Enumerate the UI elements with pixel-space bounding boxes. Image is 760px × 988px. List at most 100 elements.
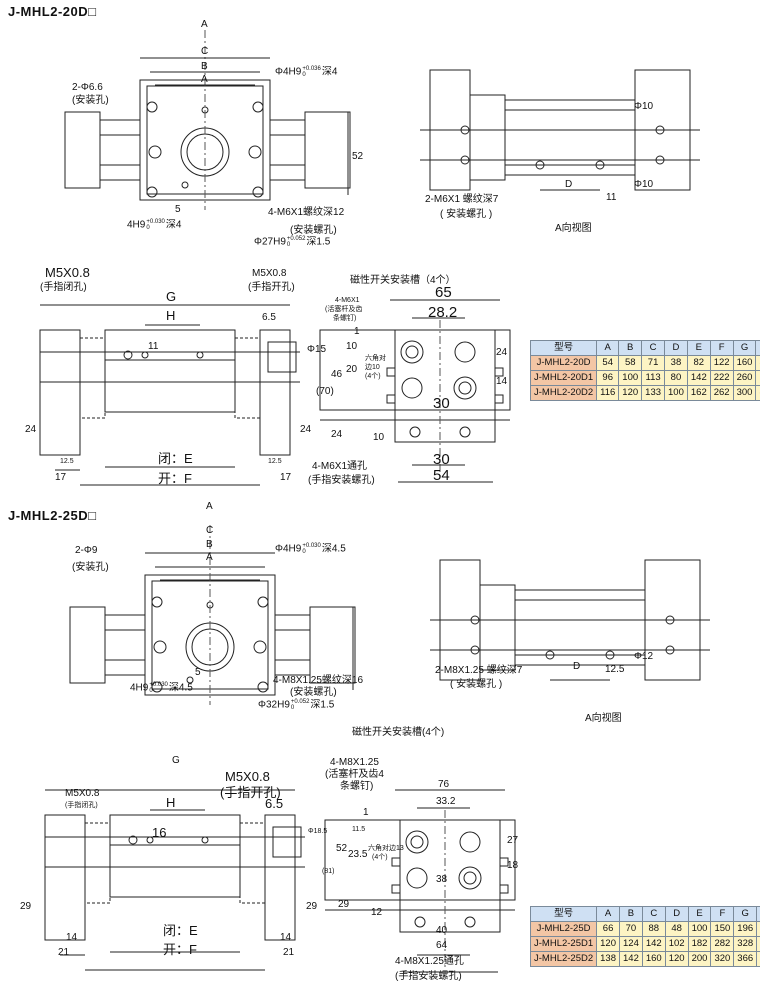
cell: 260: [732, 370, 757, 386]
dim-33-2: 33.2: [436, 796, 456, 807]
side-thread-note: ( 安装螺孔 ): [440, 209, 493, 220]
dim-30b: 30: [433, 451, 450, 468]
screw-note1: (活塞杆及齿4: [325, 769, 384, 780]
right-height: 24: [300, 424, 312, 435]
dim-81: (81): [322, 868, 335, 875]
hex-count: (4个): [372, 854, 388, 861]
screw-label: 4-M8X1.25: [330, 757, 379, 768]
cell: 300: [732, 385, 757, 401]
rod-diameter: Φ15: [307, 344, 327, 355]
view-caption: A向视图: [585, 713, 622, 724]
finger-hole-note: (手指安装螺孔): [395, 971, 462, 982]
dim-g: G: [166, 289, 177, 304]
col-b: B: [618, 340, 643, 356]
cell: 133: [641, 385, 666, 401]
cell: 120: [596, 936, 620, 952]
dim-d: D: [573, 661, 581, 672]
hex-label-2: 边10: [365, 364, 380, 371]
cell: 120: [618, 385, 643, 401]
dim-76: 76: [438, 779, 450, 790]
col-g: G: [732, 340, 757, 356]
close-port-label: M5X0.8: [65, 788, 100, 799]
table-row: J-MHL2-20D1 96 100 113 80 142 222 260 68: [529, 370, 760, 386]
rod-diameter: Φ18.5: [308, 828, 328, 835]
thread-label: 4-M8X1.25螺纹深16: [273, 675, 364, 686]
cell: J-MHL2-20D2: [529, 385, 598, 401]
col-e: E: [686, 340, 711, 356]
hex-label: 六角对: [365, 355, 386, 362]
cell: J-MHL2-20D: [529, 355, 598, 371]
cell: 142: [686, 370, 711, 386]
cell: 100: [618, 370, 643, 386]
hex-label: 六角对边13: [368, 845, 404, 852]
cell: 120: [664, 951, 689, 967]
dim-11: 11: [606, 192, 617, 203]
col-model: 型号: [529, 906, 598, 922]
cell: J-MHL2-20D1: [529, 370, 598, 386]
close-port-note: (手指闭孔): [65, 802, 98, 809]
cell: 162: [686, 385, 711, 401]
mount-hole-label: 2-Φ9: [75, 545, 98, 556]
section2-side-view: [429, 559, 711, 681]
finger-hole-note: (手指安装螺孔): [308, 475, 375, 486]
screw-label: 4-M6X1: [335, 297, 360, 304]
cell: J-MHL2-25D2: [529, 951, 598, 967]
dim-b: B: [201, 61, 208, 72]
cell: 160: [732, 355, 757, 371]
cell: 80: [664, 370, 688, 386]
left-14: 14: [66, 932, 78, 943]
cell: 366: [733, 951, 758, 967]
closed-e: 闭：E: [163, 923, 198, 938]
dim-65: 65: [435, 284, 452, 301]
switch-slot-label: 磁性开关安装槽（4个）: [350, 275, 456, 286]
dim-52: 52: [336, 843, 348, 854]
close-port-note: (手指闭孔): [40, 282, 87, 293]
right-height: 29: [306, 901, 318, 912]
open-port-note: (手指开孔): [220, 785, 281, 800]
finger-hole-label: 4-M6X1通孔: [312, 461, 368, 472]
dim-r14: 14: [496, 376, 508, 387]
dim-10: 10: [346, 341, 358, 352]
left-height: 24: [25, 424, 37, 435]
cell: 138: [596, 951, 620, 967]
dim-c: C: [206, 525, 214, 536]
col-model: 型号: [529, 340, 598, 356]
cell: 38: [756, 921, 760, 937]
cell: 113: [641, 370, 666, 386]
cell: 282: [710, 936, 735, 952]
cell: 100: [687, 921, 712, 937]
open-port-label: M5X0.8: [252, 268, 287, 279]
section1-end-view: [319, 299, 511, 483]
dim-64: 64: [436, 940, 448, 951]
cell: 262: [709, 385, 734, 401]
section1-title: J-MHL2-20D□: [8, 4, 97, 19]
side-thread-label: 2-M6X1 螺纹深7: [425, 194, 499, 205]
side-dia: Φ12: [634, 651, 654, 662]
cell: 66: [596, 921, 620, 937]
dim-46: 46: [331, 369, 343, 380]
dim-r24: 24: [496, 347, 508, 358]
cell: 116: [596, 385, 620, 401]
dim-c: C: [201, 46, 209, 57]
dim-38: 38: [436, 874, 448, 885]
cell: J-MHL2-25D: [529, 921, 598, 937]
col-b: B: [619, 906, 643, 922]
dim-16: 16: [152, 825, 167, 840]
cell: 142: [641, 936, 666, 952]
cell: 142: [619, 951, 643, 967]
view-arrow-label: A: [201, 19, 208, 30]
dia-bottom: Φ10: [634, 179, 654, 190]
col-e: E: [687, 906, 712, 922]
cell: 58: [618, 355, 643, 371]
table-header-row: 型号 A B C D E F G H: [529, 906, 760, 922]
dim-30a: 30: [433, 395, 450, 412]
dim-11-5: 11.5: [352, 826, 366, 833]
dim-offset: 5: [195, 667, 201, 678]
table-row: J-MHL2-20D 54 58 71 38 82 122 160 32: [529, 355, 760, 371]
hex-count: (4个): [365, 373, 381, 380]
